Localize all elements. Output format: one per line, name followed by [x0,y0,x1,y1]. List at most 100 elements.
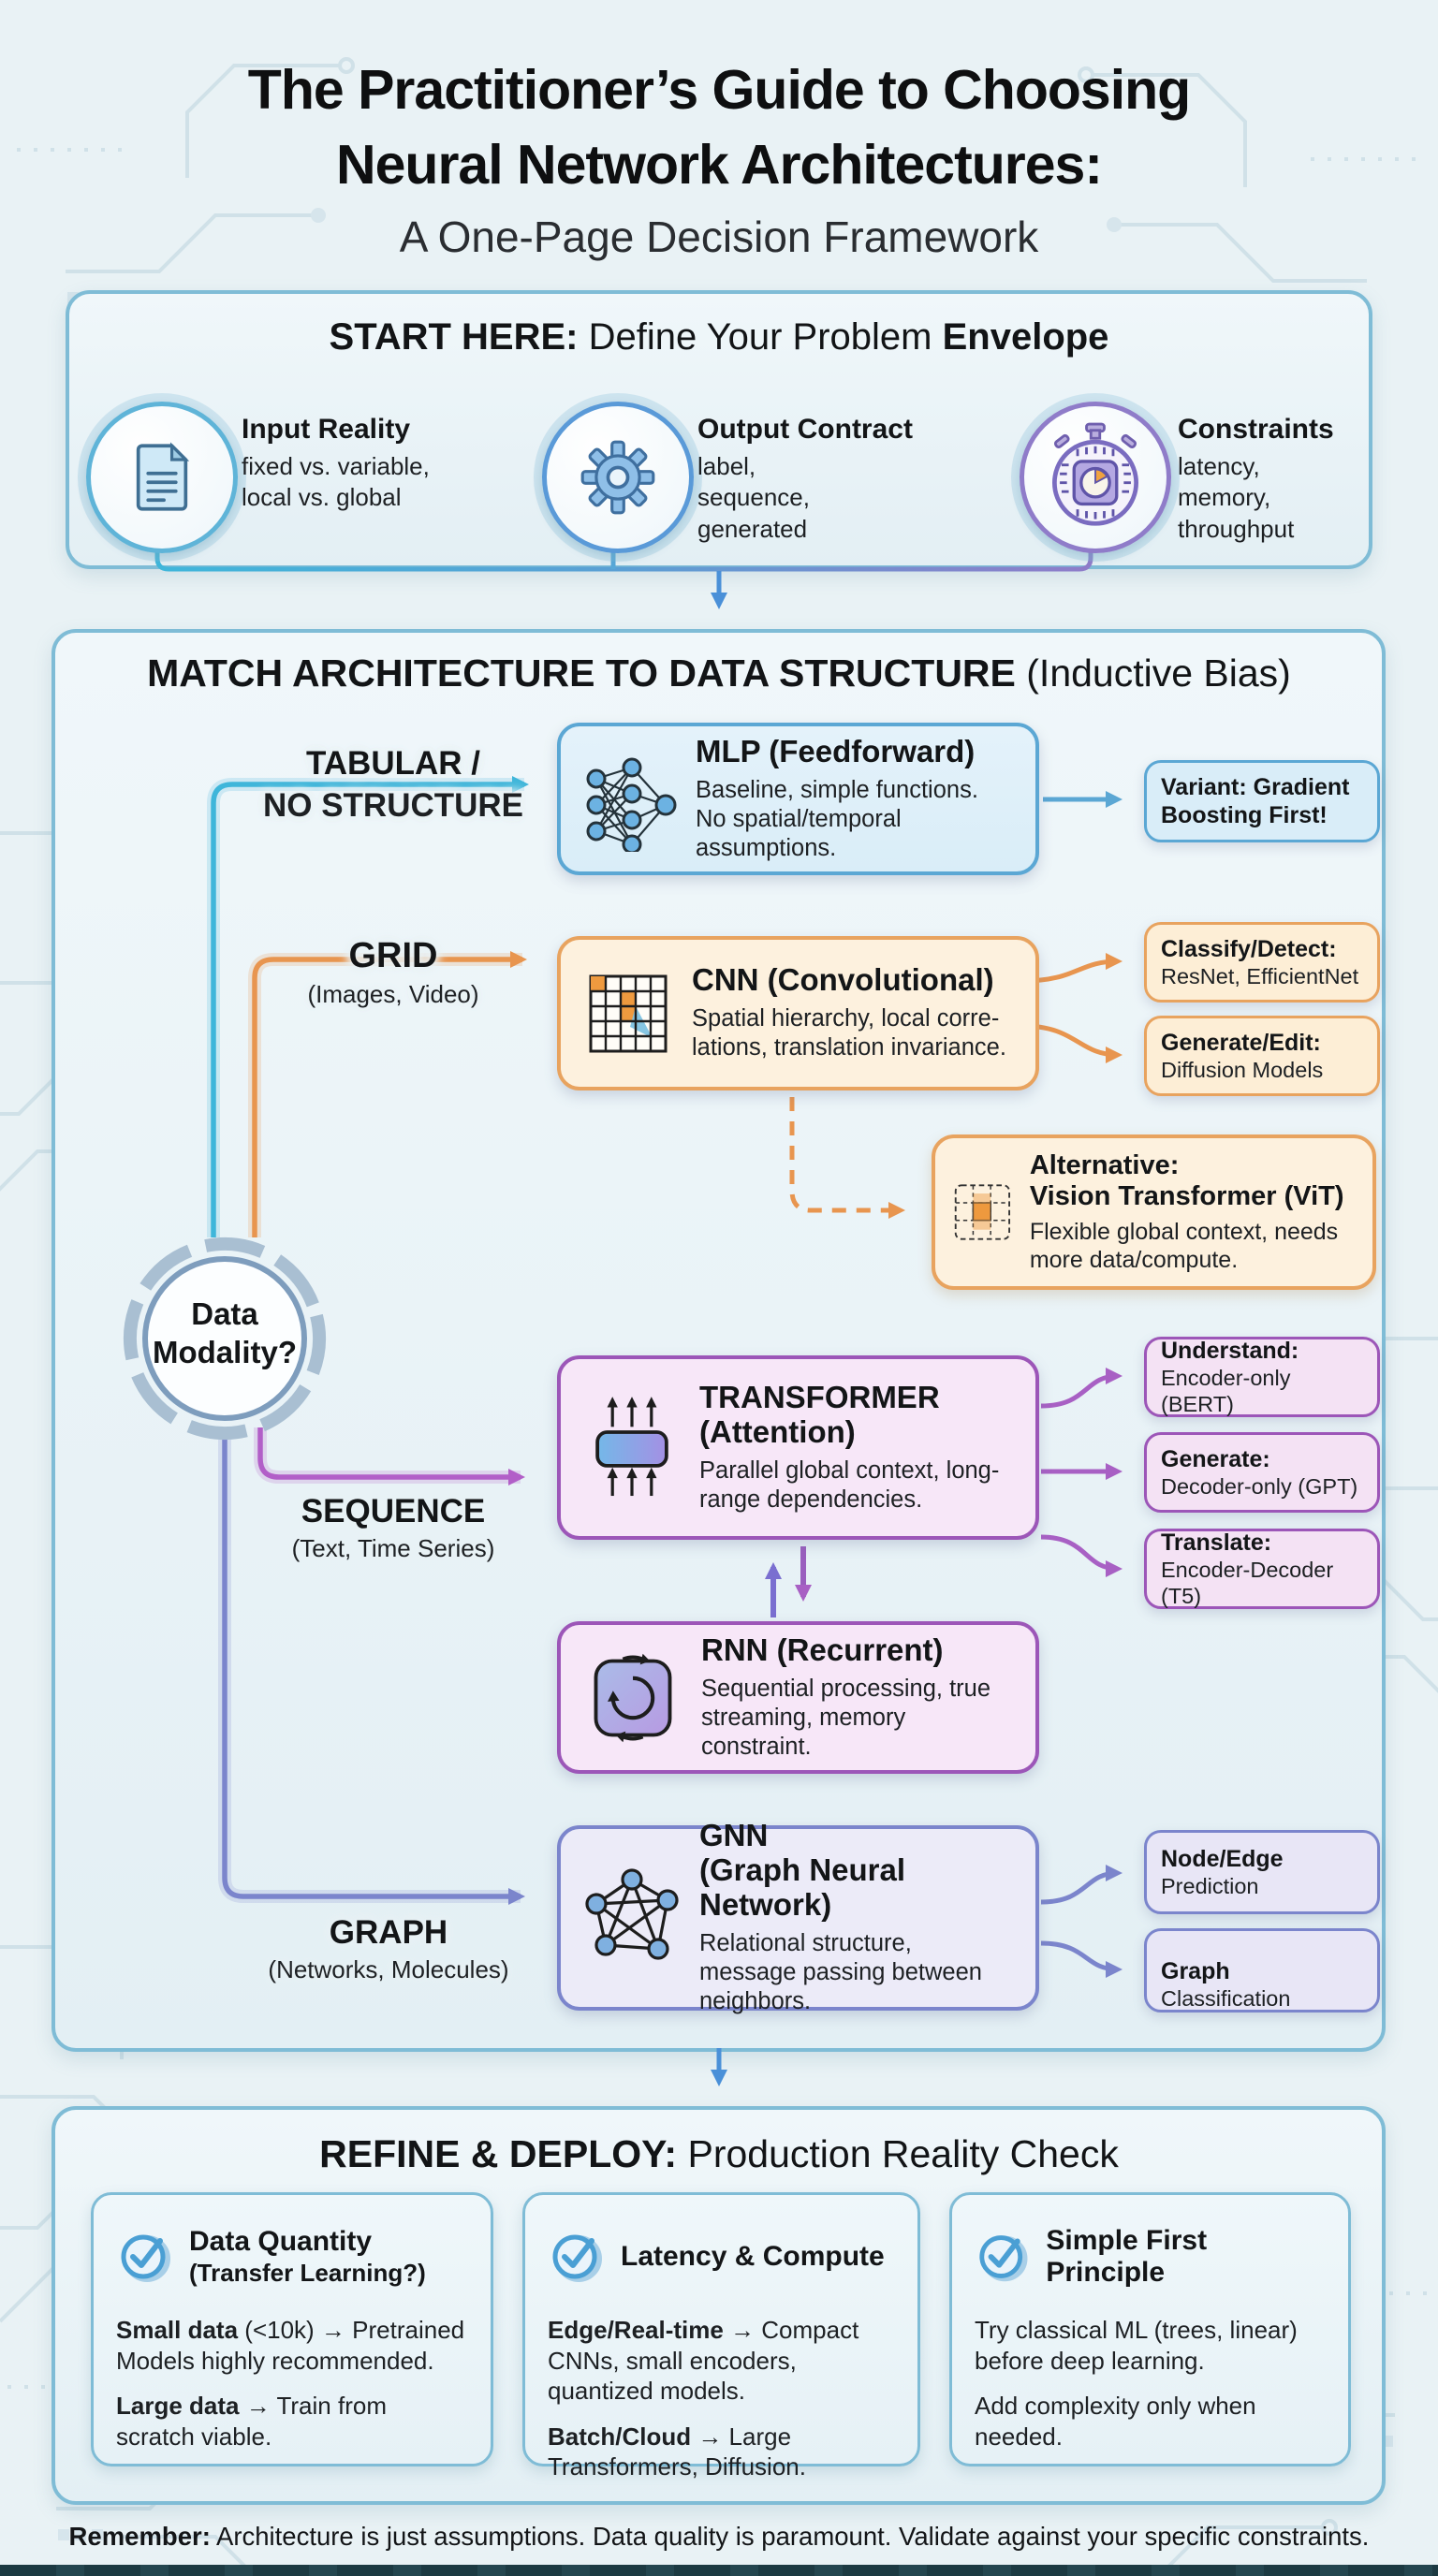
page-title-line2: Neural Network Architectures: [335,134,1103,196]
gnn-desc: Relational structure, message passing be… [699,1930,982,2015]
transformer-understand-note: Understand: Encoder-only (BERT) [1144,1337,1380,1417]
data-modality-node [124,1237,326,1440]
cnn-classify-note: Classify/Detect: ResNet, EfficientNet [1144,922,1380,1003]
footer-note: Remember: Architecture is just assumptio… [0,2522,1438,2552]
sequence-line2: (Text, Time Series) [291,1533,495,1562]
card1-point2: Large data → Train from scratch viable. [116,2391,468,2452]
branch-label-sequence: SEQUENCE (Text, Time Series) [267,1490,520,1563]
grid-line1: GRID [348,936,438,975]
neural-network-icon [586,757,677,852]
cnn-title: CNN (Convolutional) [692,962,994,998]
mlp-node: MLP (Feedforward) Baseline, simple funct… [557,723,1039,875]
start-item-constraints-title: Constraints [1178,414,1334,445]
cnn-generate-label: Generate/Edit: [1161,1029,1321,1056]
node-edge-label: Node/Edge [1161,1845,1284,1872]
cnn-generate-detail: Diffusion Models [1161,1057,1324,1082]
tr-generate-label: Generate: [1161,1445,1270,1472]
gnn-node: GNN (Graph Neural Network) Relational st… [557,1818,1039,2014]
input-reality-circle [86,402,238,553]
page-subtitle: A One-Page Decision Framework [399,212,1039,261]
start-item-output-title: Output Contract [697,414,913,445]
transformer-generate-note: Generate: Decoder-only (GPT) [1144,1432,1380,1513]
card2-point2: Batch/Cloud → Large Transformers, Diffus… [548,2422,895,2482]
card2-title: Latency & Compute [621,2240,885,2272]
transformer-translate-note: Translate: Encoder-Decoder (T5) [1144,1529,1380,1609]
card1-point2-rest: → Train from scratch viable. [116,2392,387,2451]
card2-point1-lead: Edge/Real-time [548,2316,724,2344]
footer-rest: Architecture is just assumptions. Data q… [210,2522,1370,2551]
translate-detail: Encoder-Decoder (T5) [1161,1557,1334,1608]
transformer-rnn-arrows [765,1546,812,1617]
match-heading-bold: MATCH ARCHITECTURE TO DATA STRUCTURE [147,651,1016,695]
gear-icon [580,440,655,515]
cnn-classify-label: Classify/Detect: [1161,935,1337,962]
graph-class-detail: Classification [1161,1986,1291,2011]
start-item-input-desc: fixed vs. variable, local vs. global [242,452,430,512]
mlp-desc: Baseline, simple functions. No spatial/t… [696,776,978,862]
start-heading: START HERE: Define Your Problem Envelope [0,316,1438,359]
start-heading-mid: Define Your Problem [578,316,943,358]
card1-point1-lead: Small data [116,2316,239,2344]
tr-generate-detail: Decoder-only (GPT) [1161,1473,1358,1499]
transformer-title1: TRANSFORMER [699,1379,940,1414]
card2-point1: Edge/Real-time → Compact CNNs, small enc… [548,2315,895,2407]
start-heading-bold2: Envelope [942,316,1109,358]
graph-line2: (Networks, Molecules) [268,1954,509,1983]
gnn-graph-class-note: Graph Classification [1144,1928,1380,2012]
start-item-output: Output Contract label, sequence, generat… [697,414,941,545]
transformer-desc: Parallel global context, long-range depe… [699,1456,1000,1513]
start-item-input-title: Input Reality [242,414,411,445]
stopwatch-chip-icon [1052,422,1138,526]
page-title-line1: The Practitioner’s Guide to Choosing [247,59,1191,121]
cnn-classify-detail: ResNet, EfficientNet [1161,963,1359,988]
constraints-circle [1020,402,1171,553]
match-heading-normal: (Inductive Bias) [1015,651,1291,695]
footer-lead: Remember: [68,2522,211,2551]
node-edge-detail: Prediction [1161,1873,1259,1898]
card3-point1-rest: Try classical ML (trees, linear) before … [975,2316,1298,2375]
translate-label: Translate: [1161,1529,1272,1556]
card-latency-compute: Latency & Compute Edge/Real-time → Compa… [522,2192,920,2481]
branch-label-tabular: TABULAR / NO STRUCTURE [253,742,534,826]
card1-point1: Small data (<10k) → Pretrained Models hi… [116,2315,468,2376]
graph-class-label: Graph [1161,1958,1230,1984]
refine-heading: REFINE & DEPLOY: Production Reality Chec… [0,2132,1438,2176]
transformer-title2: (Attention) [699,1413,856,1449]
refine-heading-bold: REFINE & DEPLOY: [319,2132,678,2175]
grid-line2: (Images, Video) [307,980,479,1009]
card3-point1: Try classical ML (trees, linear) before … [975,2315,1326,2376]
understand-label: Understand: [1161,1337,1299,1364]
gnn-title2: (Graph Neural Network) [699,1852,906,1923]
check-circle-icon [979,2235,1028,2282]
cnn-node: CNN (Convolutional) Spatial hierarchy, l… [557,936,1039,1090]
match-heading: MATCH ARCHITECTURE TO DATA STRUCTURE (In… [0,651,1438,695]
gnn-node-edge-note: Node/Edge Prediction [1144,1830,1380,1914]
rnn-node: RNN (Recurrent) Sequential processing, t… [557,1621,1039,1774]
mlp-variant-note: Variant: Gradient Boosting First! [1144,760,1380,842]
card2-point2-rest: → Large Transformers, Diffusion. [548,2422,806,2481]
card-data-quantity: Data Quantity (Transfer Learning?) Small… [91,2192,493,2466]
graph-icon [585,1868,679,1960]
attention-block-icon [595,1396,668,1496]
graph-line1: GRAPH [329,1914,448,1951]
tabular-line1: TABULAR / [306,745,480,782]
card3-point2-rest: Add complexity only when needed. [975,2392,1256,2451]
document-icon [136,442,190,511]
rnn-desc: Sequential processing, true streaming, m… [701,1675,991,1761]
branch-label-graph: GRAPH (Networks, Molecules) [243,1911,534,1984]
understand-detail: Encoder-only (BERT) [1161,1365,1291,1416]
gnn-title1: GNN [699,1818,769,1853]
start-item-input: Input Reality fixed vs. variable, local … [242,414,476,514]
bottom-bar-decoration [0,2565,1438,2576]
check-circle-icon [121,2234,170,2282]
cnn-desc: Spatial hierarchy, local corre-lations, … [692,1005,1006,1061]
branch-label-grid: GRID (Images, Video) [281,933,506,1010]
vit-title: Vision Transformer (ViT) [1029,1181,1344,1211]
vit-label: Alternative: [1029,1149,1180,1180]
card3-title: Simple First Principle [1046,2224,1208,2289]
card1-point1-rest: (<10k) → Pretrained Models highly recomm… [116,2316,465,2375]
card1-subtitle: (Transfer Learning?) [189,2258,426,2287]
vit-node: Alternative: Vision Transformer (ViT) Fl… [932,1134,1376,1290]
